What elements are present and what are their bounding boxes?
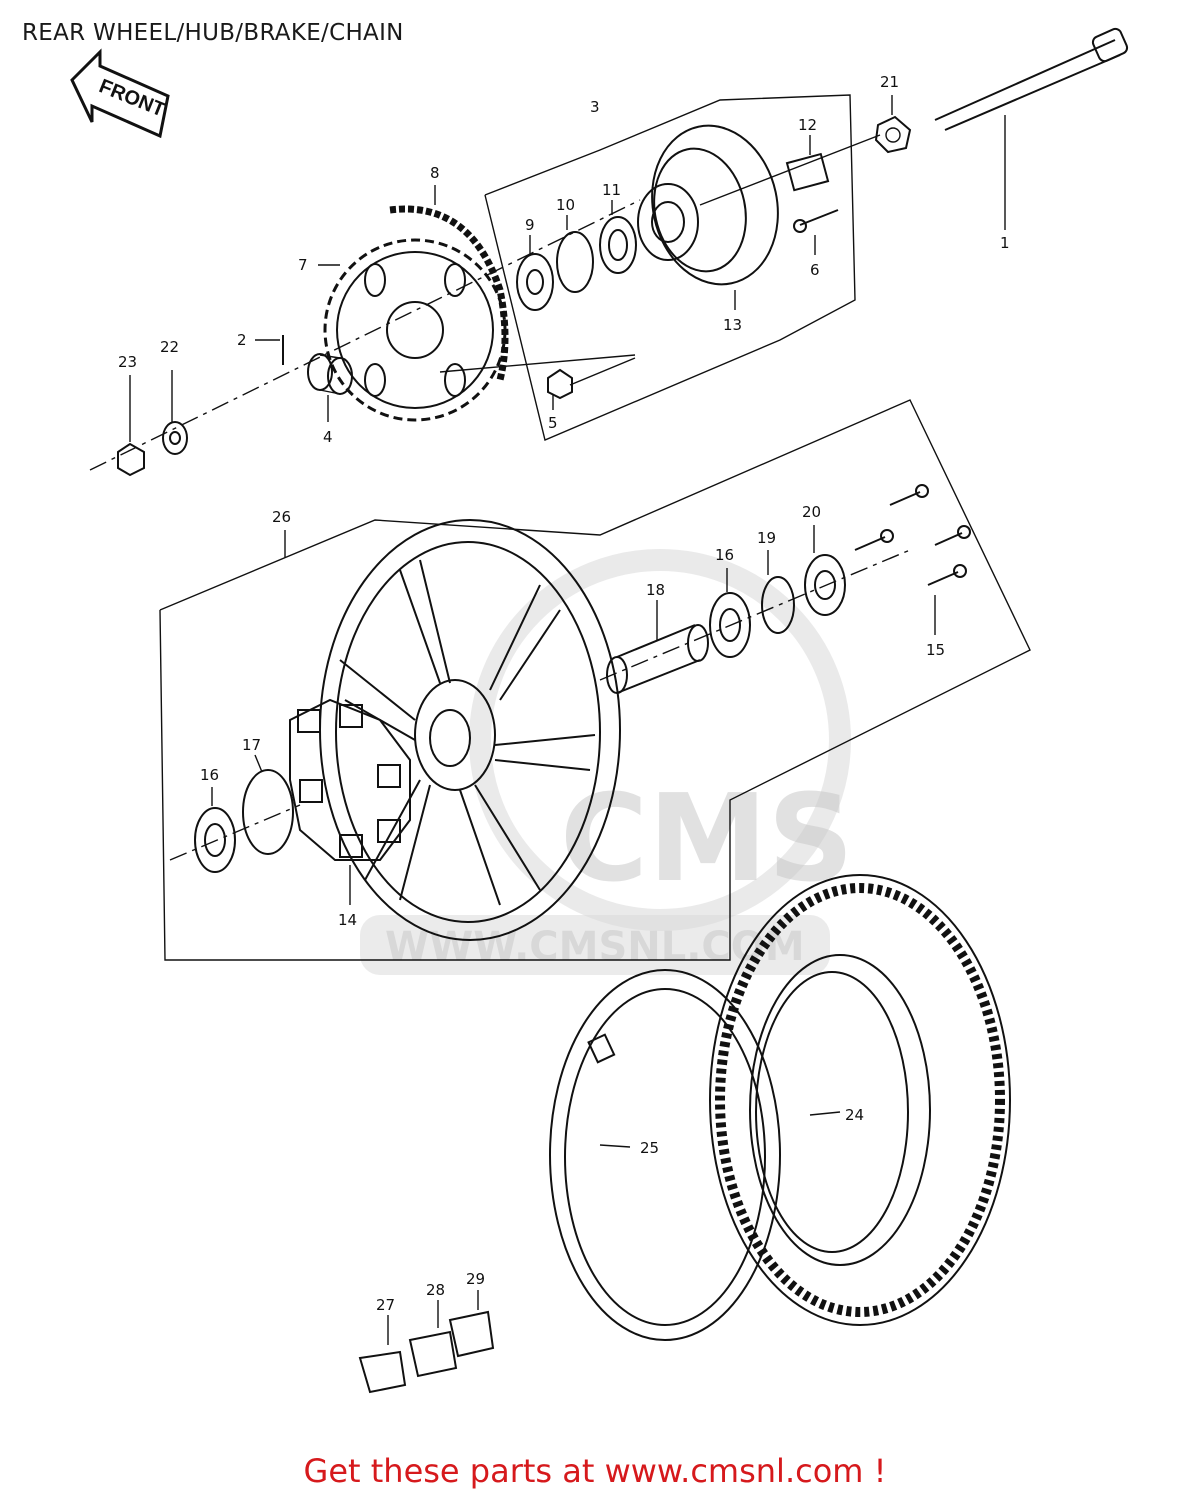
bolt-6 [793,209,839,255]
callout-labels: 1 2 3 4 5 6 7 8 9 10 11 12 13 14 15 16 1… [118,73,1010,1314]
callout-11: 11 [602,181,621,199]
rear-sprocket-7 [318,238,507,422]
callout-14: 14 [338,911,357,929]
callout-26: 26 [272,508,291,526]
brake-pad-28 [408,1300,458,1378]
o-ring-17 [242,754,294,855]
hub-group-outline [484,94,856,441]
callout-19: 19 [757,529,776,547]
callout-9: 9 [525,216,535,234]
circlip-19 [761,550,795,634]
brake-pad-29 [448,1290,495,1358]
bearing-16-left [169,787,301,873]
callout-10: 10 [556,196,575,214]
callout-20: 20 [802,503,821,521]
callout-13: 13 [723,316,742,334]
bearing-16-right [709,568,751,658]
seal-9 [516,235,554,311]
collar-12 [699,134,881,206]
callout-27: 27 [376,1296,395,1314]
axis-centerline-upper [89,199,641,471]
callout-22: 22 [160,338,179,356]
collar-4 [307,353,353,422]
nut-23 [117,375,145,477]
callout-16-right: 16 [715,546,734,564]
sprocket-hub-13 [637,124,779,310]
nut-5 [439,354,636,410]
callout-2: 2 [237,331,247,349]
spacer-18 [606,600,709,694]
inner-tube-25 [549,969,781,1341]
axle-nut-21 [874,95,912,154]
page-title: REAR WHEEL/HUB/BRAKE/CHAIN [22,20,404,46]
callout-29: 29 [466,1270,485,1288]
watermark: CMS WWW.CMSNL.COM [360,549,854,975]
get-parts-link[interactable]: Get these parts at www.cmsnl.com ! [303,1452,887,1490]
callout-5: 5 [548,414,558,432]
hub-damper-14 [289,698,411,905]
tire-24 [709,874,1011,1326]
callout-3: 3 [590,98,600,116]
callout-18: 18 [646,581,665,599]
callout-23: 23 [118,353,137,371]
bolts-15 [854,484,971,635]
drive-chain-8 [389,185,509,381]
circlip-10 [556,215,594,293]
callout-21: 21 [880,73,899,91]
pin-2 [255,335,284,365]
watermark-url: WWW.CMSNL.COM [385,924,805,970]
callout-4: 4 [323,428,333,446]
callout-17: 17 [242,736,261,754]
brake-pad-27 [358,1315,407,1394]
callout-1: 1 [1000,234,1010,252]
callout-28: 28 [426,1281,445,1299]
callout-12: 12 [798,116,817,134]
callout-6: 6 [810,261,820,279]
callout-15: 15 [926,641,945,659]
callout-25: 25 [640,1139,659,1157]
callout-7: 7 [298,256,308,274]
callout-8: 8 [430,164,440,182]
bearing-11 [599,200,637,274]
front-arrow-icon: FRONT [70,48,170,139]
seal-20 [599,525,911,681]
callout-16-left: 16 [200,766,219,784]
washer-22 [162,370,188,455]
cast-wheel-26 [319,519,621,941]
axle [934,27,1129,230]
watermark-brand: CMS [560,770,854,909]
wheel-group-outline [159,399,1031,961]
callout-24: 24 [845,1106,864,1124]
